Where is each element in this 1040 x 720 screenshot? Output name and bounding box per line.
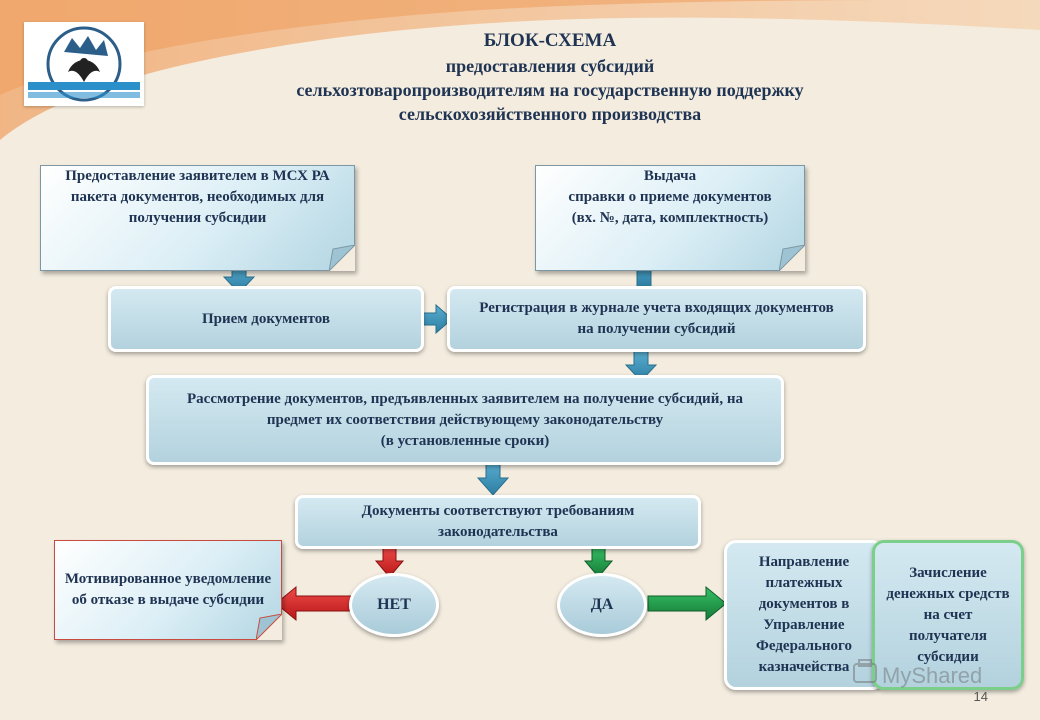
reception-node: Прием документов bbox=[108, 286, 424, 352]
title-line-2: предоставления субсидий bbox=[445, 56, 655, 76]
title-line-4: сельскохозяйственного производства bbox=[398, 104, 702, 124]
review-node: Рассмотрение документов, предъявленных з… bbox=[146, 375, 784, 465]
title-line-1: БЛОК-СХЕМА bbox=[483, 30, 617, 51]
receipt-issue-node: Выдача справки о приеме документов (вх. … bbox=[535, 165, 805, 271]
review-text: Рассмотрение документов, предъявленных з… bbox=[187, 390, 743, 449]
page-fold bbox=[329, 245, 355, 271]
watermark-logo: MyShared bbox=[853, 659, 982, 688]
decision-yes-text: ДА bbox=[590, 596, 614, 613]
submission-text: Предоставление заявителем в МСХ РА пакет… bbox=[65, 168, 330, 226]
watermark-text: MyShared bbox=[882, 663, 982, 688]
coat-of-arms-icon bbox=[28, 26, 140, 102]
decision-no: НЕТ bbox=[349, 573, 439, 637]
submission-node: Предоставление заявителем в МСХ РА пакет… bbox=[40, 165, 355, 271]
decision-no-text: НЕТ bbox=[377, 596, 411, 613]
decision-yes: ДА bbox=[557, 573, 647, 637]
compliance-text: Документы соответствуют требованиям зако… bbox=[361, 503, 635, 540]
refusal-text: Мотивированное уведомление об отказе в в… bbox=[64, 571, 272, 608]
registration-text: Регистрация в журнале учета входящих док… bbox=[479, 300, 834, 337]
compliance-node: Документы соответствуют требованиям зако… bbox=[295, 495, 701, 549]
diagram-title: БЛОК-СХЕМА предоставления субсидий сельх… bbox=[170, 28, 930, 126]
receipt-issue-text: Выдача справки о приеме документов (вх. … bbox=[568, 168, 772, 226]
payment-docs-node: Направление платежных документов в Управ… bbox=[724, 540, 884, 690]
reception-text: Прием документов bbox=[201, 310, 330, 327]
page-number: 14 bbox=[973, 689, 988, 704]
page-fold bbox=[256, 614, 282, 640]
payment-docs-text: Направление платежных документов в Управ… bbox=[756, 554, 852, 675]
refusal-node: Мотивированное уведомление об отказе в в… bbox=[54, 540, 282, 640]
title-line-3: сельхозтоваропроизводителям на государст… bbox=[296, 80, 804, 100]
coat-of-arms-logo bbox=[24, 22, 144, 106]
page-fold bbox=[779, 245, 805, 271]
crediting-node: Зачисление денежных средств на счет полу… bbox=[872, 540, 1024, 690]
registration-node: Регистрация в журнале учета входящих док… bbox=[447, 286, 866, 352]
crediting-text: Зачисление денежных средств на счет полу… bbox=[886, 564, 1010, 665]
